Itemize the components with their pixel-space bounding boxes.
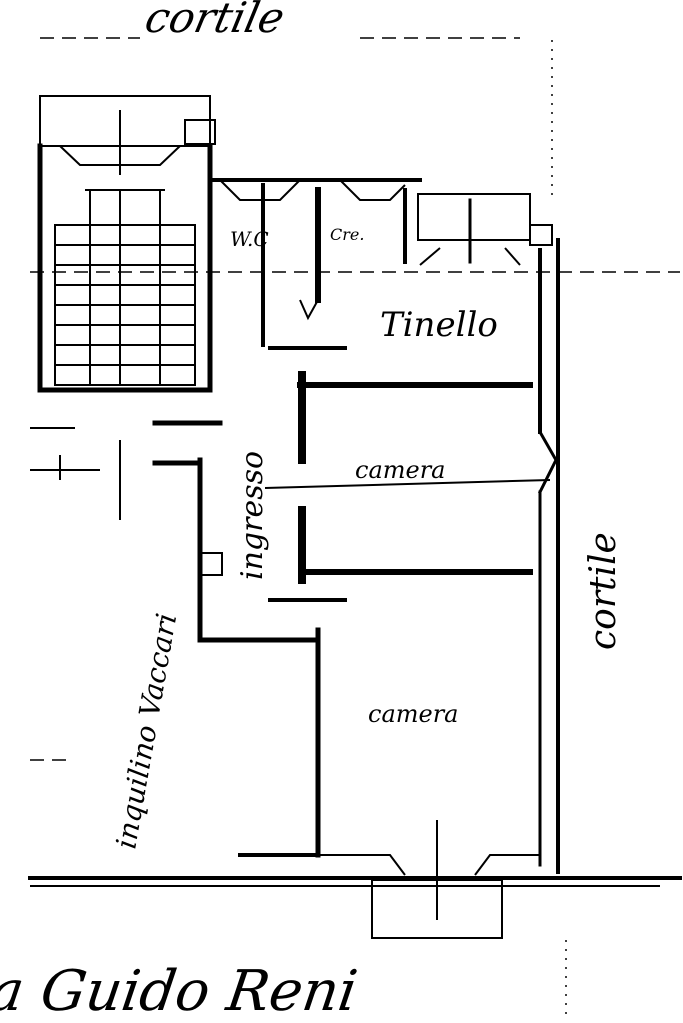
wc-label: W.C — [230, 227, 269, 251]
bedroom-2-label: camera — [368, 700, 459, 728]
reference-lines — [30, 37, 680, 1020]
entrance-label: ingresso — [235, 451, 270, 580]
neighbour-label: inquilino Vaccari — [109, 611, 183, 851]
hall-label: Tinello — [380, 305, 498, 345]
courtyard-top-label: cortile — [141, 0, 289, 43]
storage-label: Cre. — [330, 225, 364, 244]
walls — [28, 238, 682, 939]
room-labels: cortile W.C Cre. Tinello camera camera i… — [0, 0, 624, 1023]
service-rooms — [208, 178, 553, 347]
street-label: via Guido Reni — [0, 959, 361, 1023]
staircase — [37, 95, 216, 393]
bedroom-1-label: camera — [355, 456, 446, 484]
courtyard-right-label: cortile — [583, 532, 624, 650]
